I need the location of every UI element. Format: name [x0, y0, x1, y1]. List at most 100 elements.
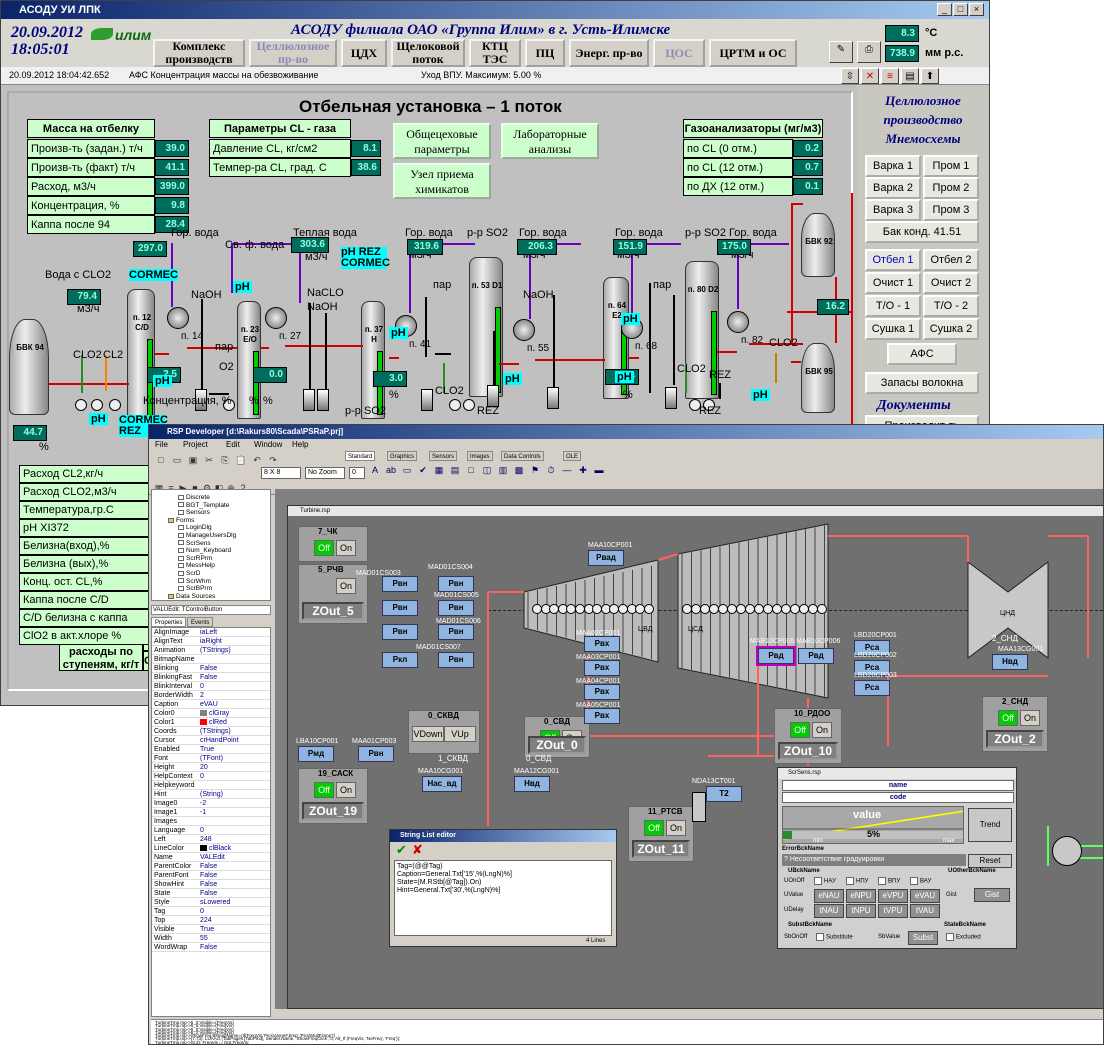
- cut-icon[interactable]: ✂: [205, 455, 213, 465]
- limit-checkbox[interactable]: ВАУ: [910, 877, 931, 885]
- valve-chip[interactable]: Рвад: [588, 550, 624, 566]
- menu-button-0[interactable]: Комплекс производств: [153, 39, 245, 67]
- general-params-button[interactable]: Общецеховые параметры: [393, 123, 491, 159]
- limit-value-button[interactable]: eVPU: [878, 889, 908, 903]
- off-button[interactable]: Off: [314, 782, 334, 798]
- palette-tab-1[interactable]: Graphics: [387, 451, 418, 461]
- limit-delay-button[interactable]: tNPU: [846, 904, 876, 918]
- valve-chip[interactable]: Нас_вд: [422, 776, 462, 792]
- nav-button[interactable]: Пром 1: [923, 155, 979, 177]
- minimize-button[interactable]: _: [937, 3, 952, 16]
- property-row[interactable]: Helpkeyword: [152, 781, 270, 790]
- tree-item[interactable]: Discrete: [178, 494, 210, 501]
- on-button[interactable]: On: [336, 578, 356, 594]
- chemicals-button[interactable]: Узел приема химикатов: [393, 163, 491, 199]
- layer-icon[interactable]: ◧: [214, 483, 224, 493]
- limit-value-button[interactable]: eNPU: [846, 889, 876, 903]
- valve-chip[interactable]: Рса: [854, 660, 890, 676]
- props-tab-1[interactable]: Events: [187, 617, 214, 627]
- palette-tab-3[interactable]: Images: [467, 451, 493, 461]
- property-row[interactable]: Coords(TStrings): [152, 727, 270, 736]
- limit-delay-button[interactable]: tNAU: [814, 904, 844, 918]
- limit-delay-button[interactable]: tVPU: [878, 904, 908, 918]
- tree-item[interactable]: BGT_Template: [178, 502, 229, 509]
- valve-chip[interactable]: Рвх: [584, 636, 620, 652]
- valve-chip[interactable]: Рвх: [584, 660, 620, 676]
- string-editor-text[interactable]: Tag=(@@Tag)Caption=General.Txt['15',%(Ln…: [394, 860, 612, 936]
- limit-checkbox[interactable]: ВПУ: [878, 877, 900, 885]
- tree-item[interactable]: ScrWhm: [178, 578, 211, 585]
- property-row[interactable]: Hint(String): [152, 790, 270, 799]
- undo-icon[interactable]: ↶: [253, 455, 261, 465]
- tree-item[interactable]: ScrD: [178, 570, 200, 577]
- substitute-checkbox[interactable]: Substitute: [816, 933, 853, 941]
- palette-tab-0[interactable]: Standard: [345, 451, 376, 461]
- tree-item[interactable]: ManageUsersDlg: [178, 532, 236, 539]
- valve-circle-icon[interactable]: [703, 399, 715, 411]
- valve-chip[interactable]: Рвн: [382, 624, 418, 640]
- up-arrow-icon[interactable]: ⬆: [921, 68, 939, 84]
- zoom-select[interactable]: No Zoom: [305, 467, 345, 479]
- valve-circle-icon[interactable]: [689, 399, 701, 411]
- limit-value-button[interactable]: eVAU: [910, 889, 940, 903]
- valve-chip[interactable]: Рвн: [438, 652, 474, 668]
- nav-button[interactable]: Очист 2: [923, 272, 979, 294]
- valve-chip[interactable]: Рса: [854, 680, 890, 696]
- close-button[interactable]: ×: [969, 3, 984, 16]
- menu-button-1[interactable]: Целлюлозное пр-во: [249, 39, 337, 67]
- copy-icon[interactable]: ⎘: [221, 455, 229, 465]
- pump-icon[interactable]: [513, 319, 535, 341]
- new-icon[interactable]: □: [158, 455, 164, 465]
- menu-button-8[interactable]: ЦРТМ и ОС: [709, 39, 797, 67]
- lab-analysis-button[interactable]: Лабораторные анализы: [501, 123, 599, 159]
- check-tool-icon[interactable]: ✔: [419, 465, 427, 475]
- property-row[interactable]: BitmapName: [152, 655, 270, 664]
- limit-value-button[interactable]: eNAU: [814, 889, 844, 903]
- valve-chip[interactable]: Рмд: [298, 746, 334, 762]
- save-icon[interactable]: ▣: [188, 455, 198, 465]
- limit-delay-button[interactable]: tVAU: [910, 904, 940, 918]
- valve-chip[interactable]: Рвн: [358, 746, 394, 762]
- valve-chip[interactable]: Рвх: [584, 684, 620, 700]
- nav-stock-button[interactable]: Запасы волокна: [865, 372, 979, 394]
- nav-button[interactable]: Варка 1: [865, 155, 921, 177]
- valve-circle-icon[interactable]: [109, 399, 121, 411]
- cross-tool-icon[interactable]: ✚: [579, 465, 587, 475]
- tree-item[interactable]: Data Sources: [168, 593, 215, 600]
- valve-chip[interactable]: Рвн: [382, 576, 418, 592]
- grid-tool-icon[interactable]: ▦: [434, 465, 444, 475]
- valve-chip[interactable]: Рвд: [798, 648, 834, 664]
- menu-button-5[interactable]: ПЦ: [525, 39, 565, 67]
- paste-icon[interactable]: 📋: [235, 455, 247, 465]
- vup-button[interactable]: VUp: [444, 726, 476, 742]
- props-icon[interactable]: ⚙: [202, 483, 212, 493]
- tree-item[interactable]: MessHelp: [178, 562, 215, 569]
- tree-item[interactable]: LoginDlg: [178, 524, 212, 531]
- valve-chip[interactable]: Рвн: [382, 600, 418, 616]
- pump-icon[interactable]: [167, 307, 189, 329]
- nav-button[interactable]: Пром 2: [923, 177, 979, 199]
- menu-button-2[interactable]: ЦДХ: [341, 39, 387, 67]
- help-icon[interactable]: ?: [240, 483, 246, 493]
- grid-select[interactable]: 8 X 8: [261, 467, 301, 479]
- off-button[interactable]: Off: [790, 722, 810, 738]
- palette-tab-5[interactable]: OLE: [563, 451, 582, 461]
- filter-icon[interactable]: ≡: [881, 68, 899, 84]
- line-tool-icon[interactable]: —: [562, 465, 572, 475]
